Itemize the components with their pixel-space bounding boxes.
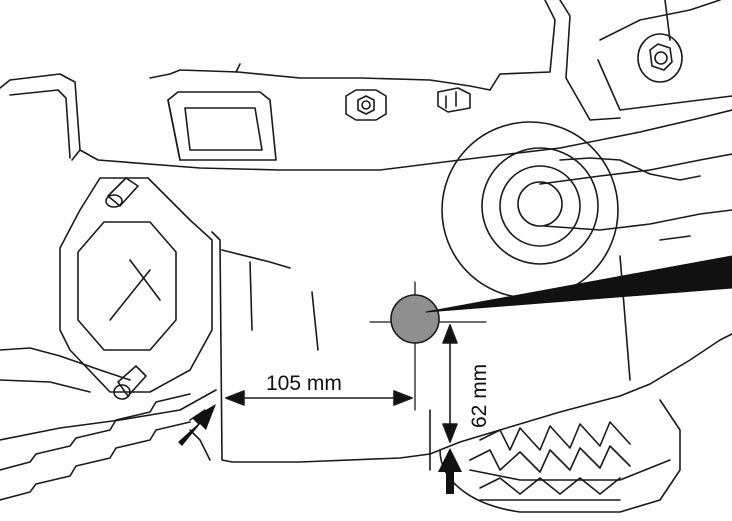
bumper-lower — [0, 231, 732, 463]
horizontal-dimension — [225, 390, 413, 406]
tyre — [439, 399, 681, 513]
hex-nut-icon — [637, 33, 683, 83]
vertical-dimension — [442, 324, 458, 443]
bumper-step-pattern — [0, 393, 211, 501]
pointer-wedge-icon — [425, 255, 732, 313]
bolt-icon — [105, 177, 139, 208]
tow-hitch-flange — [59, 177, 213, 393]
exhaust-housing — [441, 121, 732, 299]
bolt-icon — [113, 365, 147, 400]
bumper-upper-outline — [0, 63, 732, 171]
arrow-icon — [438, 448, 462, 494]
arrow-icon — [178, 404, 216, 446]
vertical-measure-label: 62 mm — [468, 364, 491, 428]
clip-icon — [437, 87, 471, 113]
upper-panel — [489, 0, 732, 121]
hex-nut-icon — [345, 89, 387, 121]
reflector-recess — [167, 91, 277, 161]
horizontal-measure-label: 105 mm — [266, 372, 342, 395]
drill-position-marker — [390, 294, 440, 344]
